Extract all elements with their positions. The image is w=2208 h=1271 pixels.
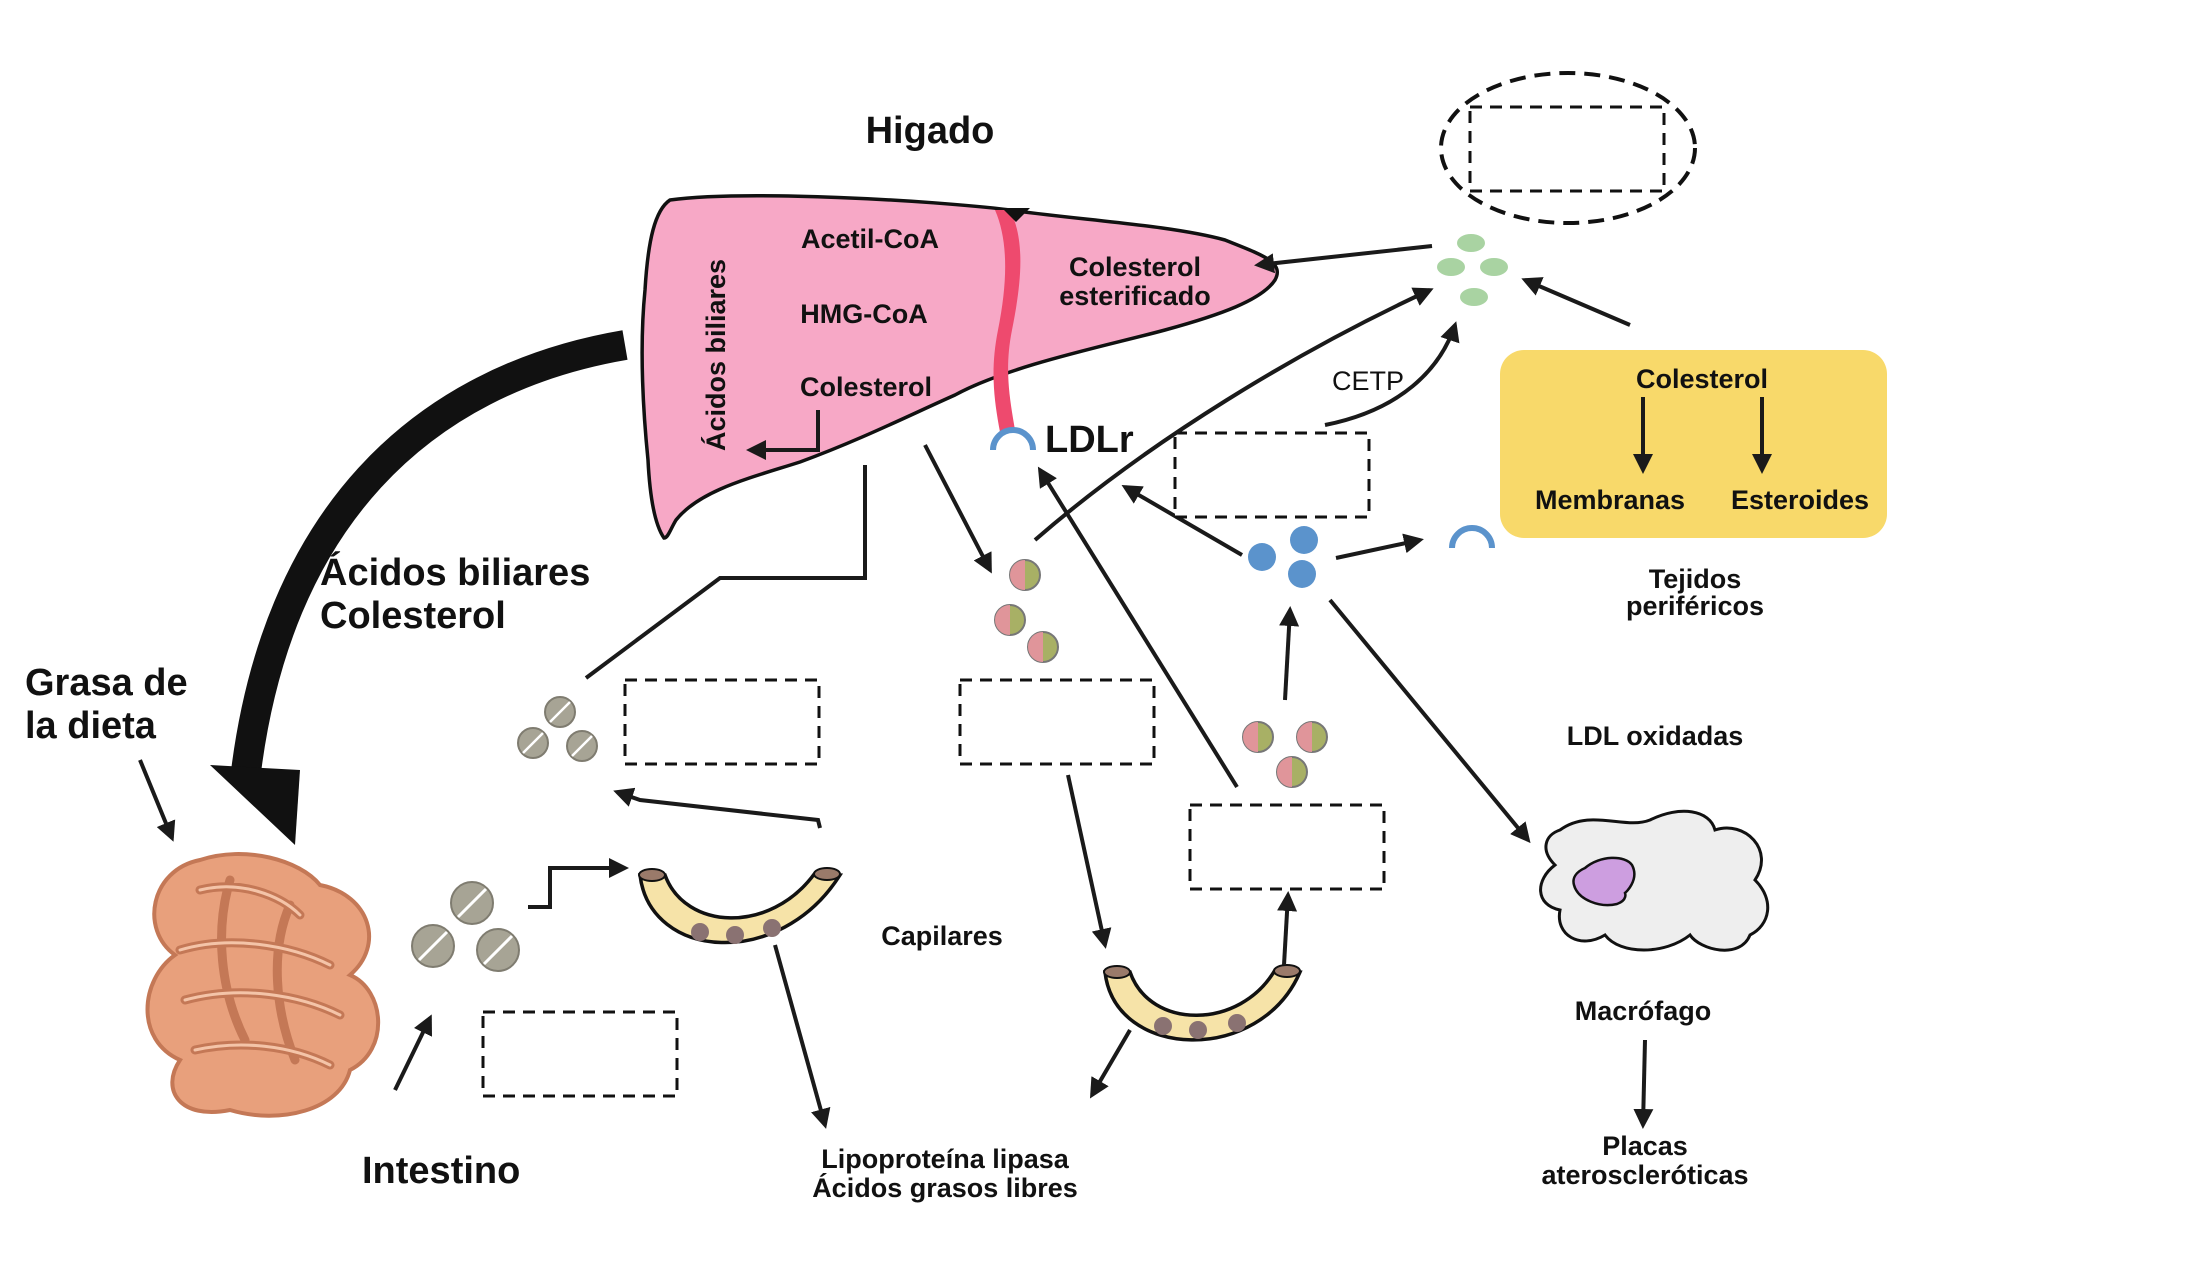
diet-fat-line1: Grasa de <box>25 662 188 704</box>
idl-to-liver-arrow <box>1037 466 1239 789</box>
bile-acid-arrow <box>230 330 628 782</box>
hdl-to-liver-arrow <box>1254 244 1433 274</box>
liver-cholesterol-label: Colesterol <box>800 372 932 402</box>
ldl-to-macrophage-arrow <box>1328 598 1531 844</box>
blank-box-hdl[interactable] <box>1468 105 1666 193</box>
capillary2-to-idl-arrow <box>1277 891 1298 966</box>
vldl-to-capillary-arrow <box>1066 774 1112 949</box>
liver: Higado Acetil-CoA HMG-CoA Colesterol Áci… <box>640 110 1279 540</box>
ldl-to-liver-arrow <box>1121 484 1244 557</box>
liver-bile-acids-label: Ácidos biliares <box>700 259 731 451</box>
oxidized-ldl-label: LDL oxidadas <box>1567 721 1744 751</box>
cetp-label: CETP <box>1332 366 1404 396</box>
vldl-to-hdl-arrow <box>1033 287 1434 542</box>
membranes-label: Membranas <box>1535 485 1685 515</box>
diet-fat-line2: la dieta <box>25 705 157 747</box>
peripheral-tissue-box <box>1500 350 1887 538</box>
liver-title: Higado <box>866 110 995 152</box>
acetyl-coa-label: Acetil-CoA <box>801 224 939 254</box>
capillary2-to-lpl-arrow <box>1089 1028 1132 1099</box>
cetp-arrow <box>1324 321 1460 427</box>
plaques-line2: ateroscleróticas <box>1541 1160 1748 1190</box>
esterified-line1: Colesterol <box>1069 252 1201 282</box>
blank-box-intestine[interactable] <box>481 1010 679 1098</box>
ldlr-label: LDLr <box>1045 419 1134 461</box>
gallbladder-notch <box>1002 208 1030 222</box>
blank-box-idl[interactable] <box>1188 803 1386 891</box>
liver-ligament <box>993 210 1021 432</box>
capillary-to-lpl-arrow <box>773 944 831 1129</box>
lpl-line2: Ácidos grasos libres <box>812 1172 1078 1203</box>
tissue-receptor-icon <box>1449 525 1495 549</box>
vldl-particles <box>994 559 1059 663</box>
liver-to-vldl-arrow <box>923 444 992 574</box>
intestine-up-arrow <box>393 1014 432 1091</box>
blank-box-vldl[interactable] <box>958 678 1156 766</box>
ldl-particles <box>1248 526 1318 588</box>
intestine-icon <box>145 852 381 1118</box>
hmg-coa-label: HMG-CoA <box>800 299 927 329</box>
capillary-to-remnant-arrow <box>613 787 822 829</box>
capillary-icon-2 <box>1103 964 1303 1042</box>
idl-to-ldl-arrow <box>1279 606 1300 701</box>
capillaries-label: Capilares <box>881 921 1003 951</box>
remnant-to-liver-line <box>584 465 867 680</box>
intestine-label: Intestino <box>362 1150 520 1192</box>
blank-box-hdl-nascent[interactable] <box>1173 431 1371 519</box>
tissues-line1: Tejidos <box>1649 564 1742 594</box>
tissues-line2: periféricos <box>1626 591 1764 621</box>
cholesterol-to-bile-arrow <box>746 410 820 460</box>
idl-particles <box>1242 721 1328 788</box>
bile-acid-arrowhead <box>210 765 300 845</box>
diet-to-intestine-arrow <box>138 759 176 842</box>
capillary-icon-1 <box>638 867 844 945</box>
tissue-to-hdl-arrow <box>1521 277 1631 327</box>
chylomicron-to-capillary-arrow <box>528 858 629 909</box>
bile-acids-label: Ácidos biliares <box>320 550 590 594</box>
blank-box-remnant[interactable] <box>623 678 821 766</box>
ldl-to-tissue-arrow <box>1335 533 1424 560</box>
remnant-particles <box>517 696 598 762</box>
plaques-line1: Placas <box>1602 1131 1688 1161</box>
ldl-receptor-icon <box>990 427 1036 451</box>
cholesterol-label: Colesterol <box>320 595 506 637</box>
macrophage-label: Macrófago <box>1575 996 1712 1026</box>
liver-shape <box>640 194 1279 540</box>
hdl-particles <box>1437 234 1508 306</box>
chylomicron-particles <box>411 881 520 972</box>
lpl-line1: Lipoproteína lipasa <box>821 1144 1070 1174</box>
steroids-label: Esteroides <box>1731 485 1869 515</box>
esterified-line2: esterificado <box>1059 281 1211 311</box>
macrophage-icon <box>1539 809 1770 952</box>
macrophage-to-plaque-arrow <box>1633 1039 1654 1129</box>
hdl-dashed-ellipse <box>1439 71 1697 225</box>
peripheral-cholesterol-label: Colesterol <box>1636 364 1768 394</box>
